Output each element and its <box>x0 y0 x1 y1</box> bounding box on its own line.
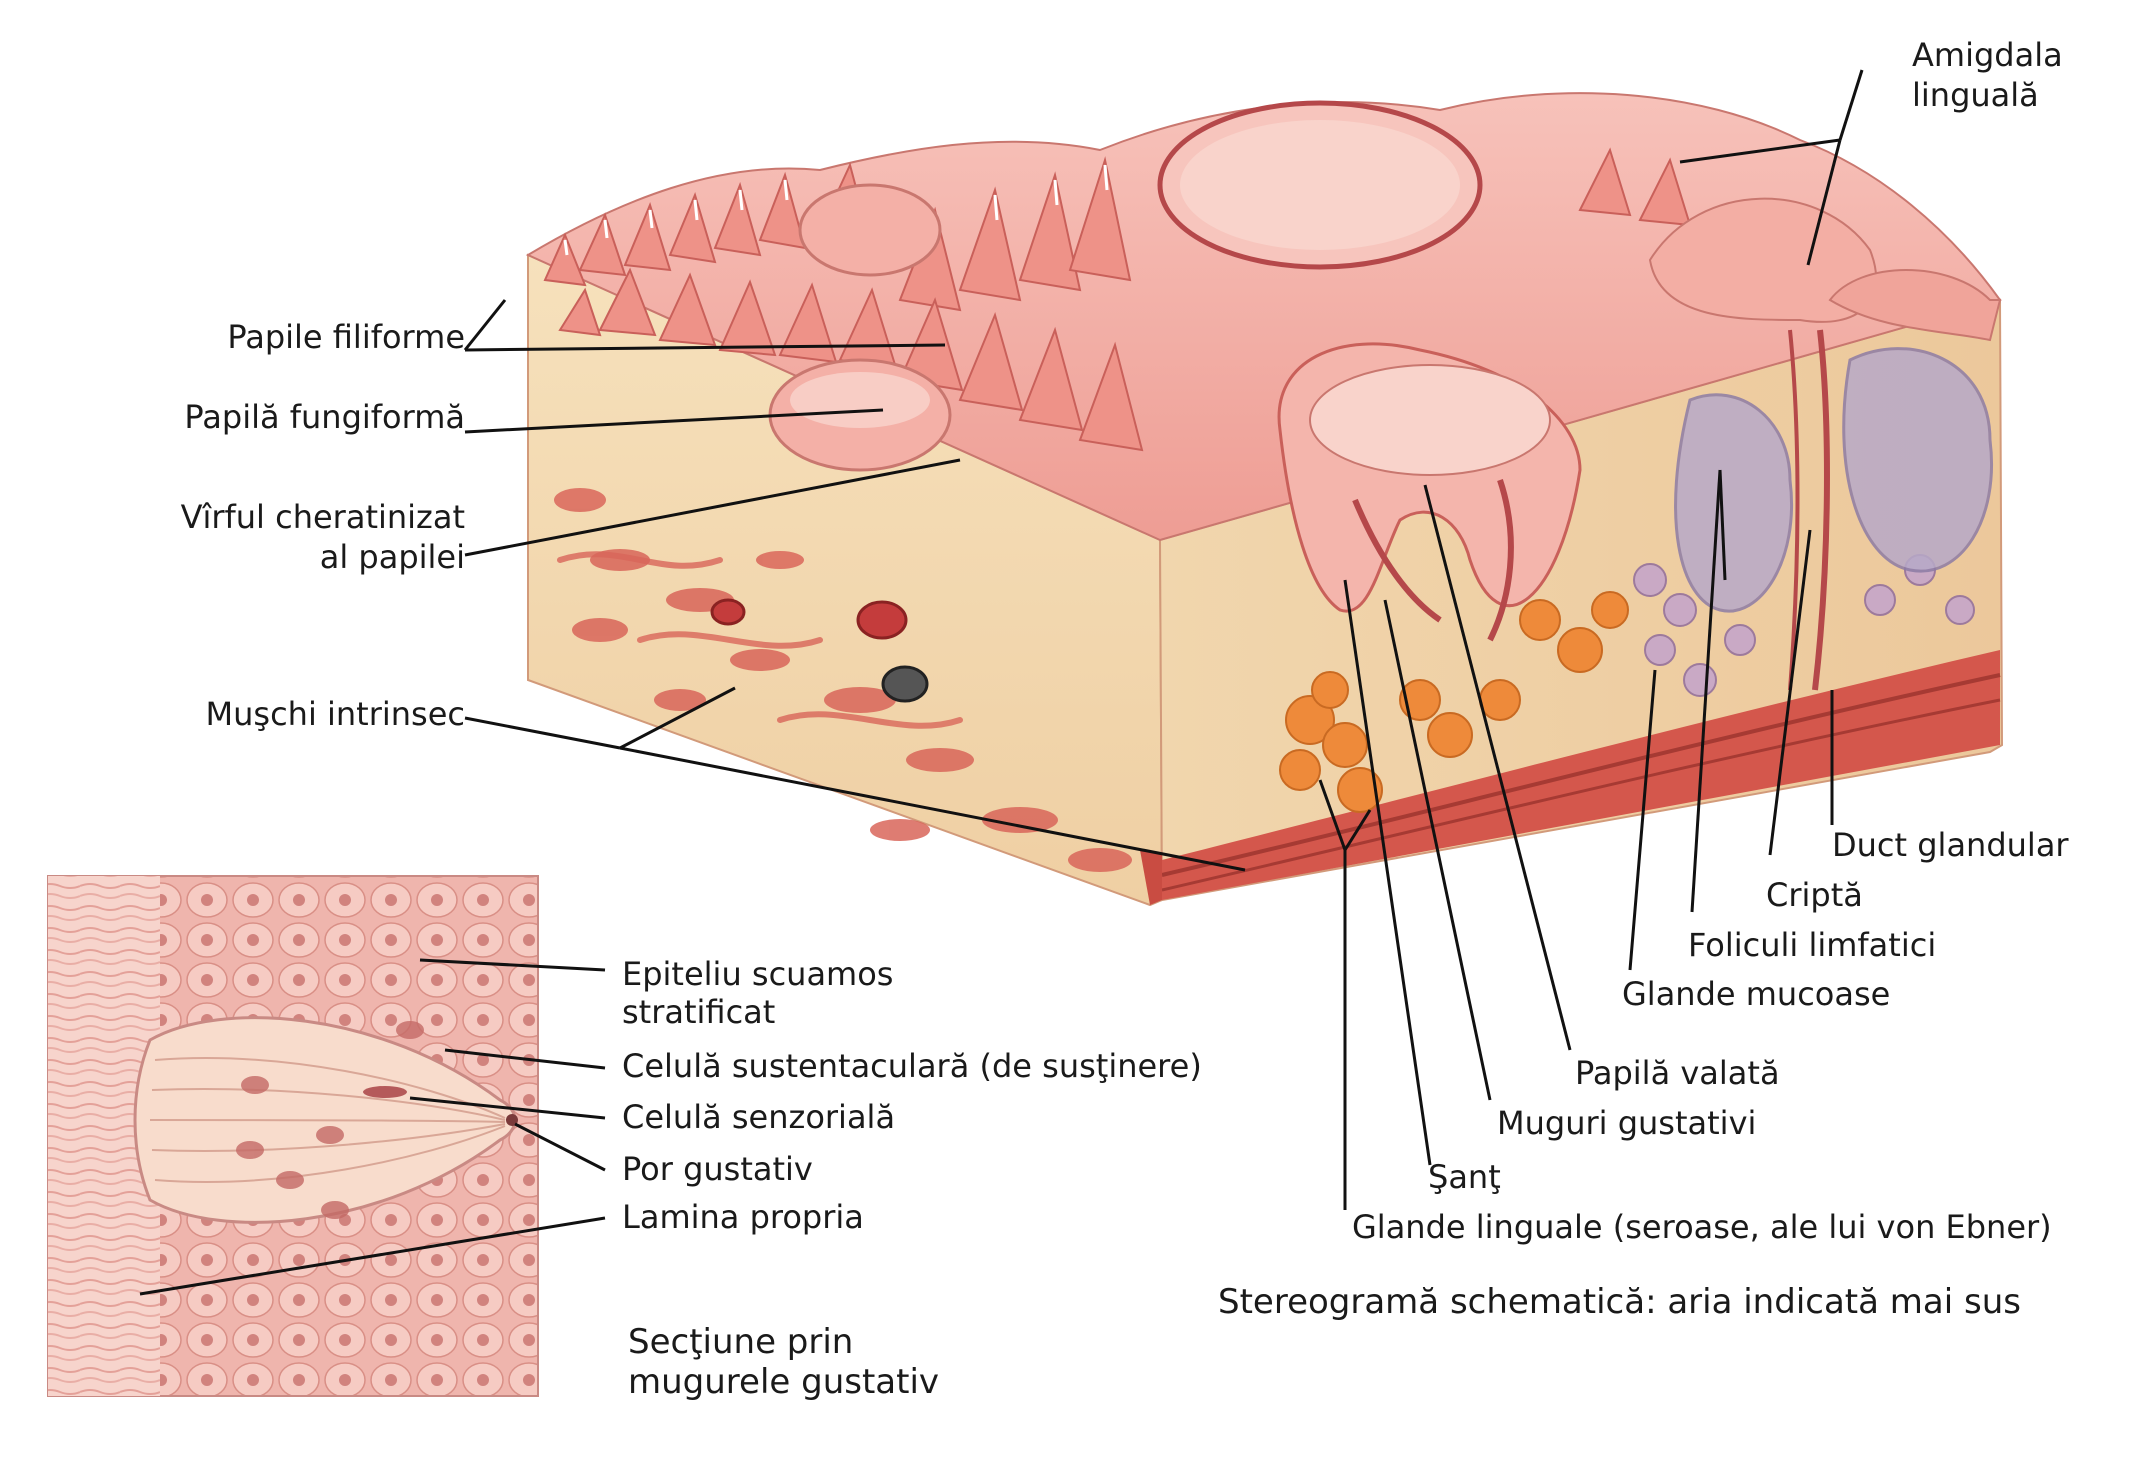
muscle-layer <box>1140 650 2001 905</box>
lingual-tonsil <box>1648 197 2002 691</box>
caption-sectiune-line1: Secţiune prin <box>628 1322 854 1362</box>
caption-stereograma: Stereogramă schematică: aria indicată ma… <box>1218 1282 2021 1322</box>
label-por-gustativ: Por gustativ <box>622 1150 813 1188</box>
label-sant: Şanţ <box>1428 1158 1501 1196</box>
label-cripta: Criptă <box>1766 876 1863 914</box>
label-amigdala-line2: linguală <box>1912 76 2039 114</box>
caption-sectiune-line2: mugurele gustativ <box>628 1362 940 1402</box>
label-lamina-propria: Lamina propria <box>622 1198 864 1236</box>
lymphatic-follicles <box>1674 347 1993 613</box>
blood-vessels <box>710 598 929 703</box>
label-glande-linguale: Glande linguale (seroase, ale lui von Eb… <box>1352 1208 2052 1246</box>
stereogram-block <box>525 92 2004 907</box>
label-virful-line1: Vîrful cheratinizat <box>180 498 465 536</box>
label-muguri-gustativi: Muguri gustativi <box>1497 1104 1757 1142</box>
label-papila-fungiforma: Papilă fungiformă <box>184 398 465 436</box>
vallate-papilla-surface <box>1157 100 1483 270</box>
taste-pore <box>506 1114 518 1126</box>
label-duct-glandular: Duct glandular <box>1832 826 2069 864</box>
label-papila-valata: Papilă valată <box>1575 1054 1780 1092</box>
taste-bud-inset <box>47 875 539 1397</box>
label-celula-sustentaculara: Celulă sustentaculară (de susţinere) <box>622 1047 1202 1085</box>
label-papile-filiforme: Papile filiforme <box>227 318 465 356</box>
label-celula-senzoriala: Celulă senzorială <box>622 1098 896 1136</box>
label-glande-mucoase: Glande mucoase <box>1622 975 1891 1013</box>
label-epiteliu-line1: Epiteliu scuamos <box>622 955 894 993</box>
label-muschi-intrinsec: Muşchi intrinsec <box>205 695 466 733</box>
serous-glands <box>1279 591 1629 813</box>
intrinsic-muscle <box>554 488 1132 872</box>
label-virful-line2: al papilei <box>319 538 465 576</box>
vallate-papilla-section <box>1277 342 1582 642</box>
label-foliculi-limfatici: Foliculi limfatici <box>1688 926 1937 964</box>
leader-lines <box>139 69 1864 1296</box>
label-epiteliu-line2: stratificat <box>622 993 776 1031</box>
label-amigdala-line1: Amigdala <box>1912 36 2063 74</box>
filiform-papillae <box>543 147 1692 452</box>
